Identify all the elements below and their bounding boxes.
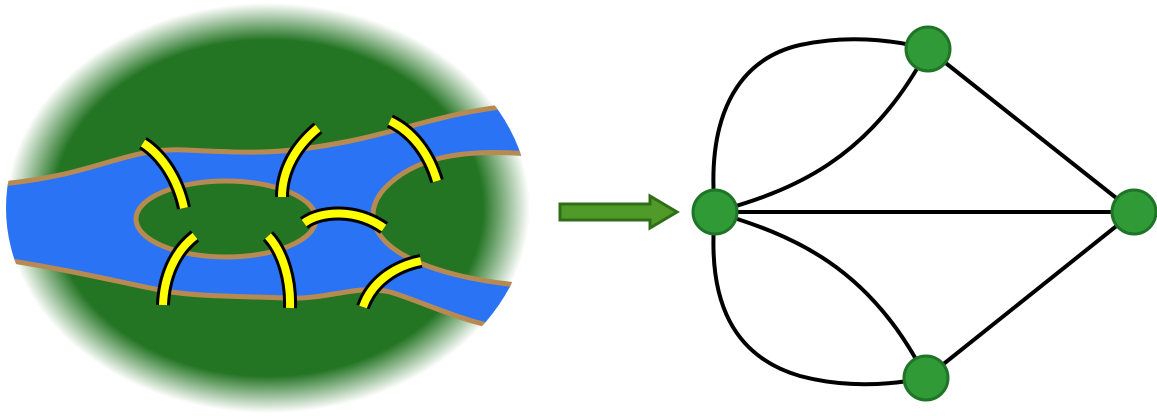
south-node — [904, 356, 948, 400]
edge-west-south-inner — [715, 212, 926, 378]
edge-north-east — [928, 49, 1134, 212]
edge-west-north-outer — [713, 39, 928, 212]
city-map — [0, 3, 530, 413]
north-node — [906, 27, 950, 71]
graph-edges — [713, 39, 1134, 384]
east-node — [1112, 190, 1156, 234]
west-node — [693, 190, 737, 234]
edge-south-east — [926, 212, 1134, 378]
edge-west-south-outer — [713, 212, 926, 384]
right-arrow-icon — [560, 196, 677, 228]
